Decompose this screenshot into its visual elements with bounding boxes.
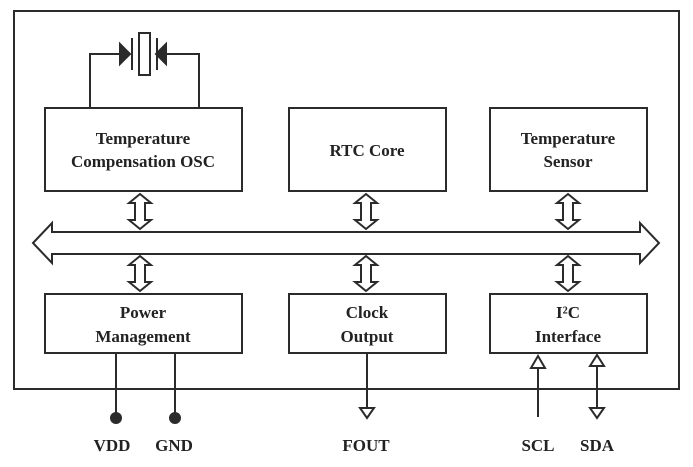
link-arrow-temp-osc-bus [126,192,154,231]
pin-label-fout: FOUT [342,436,390,455]
block-rtc-core [288,107,447,192]
link-arrow-sensor-bus [554,192,582,231]
pin-label-vdd: VDD [94,436,131,455]
clock-out-label-1: Clock [346,303,389,322]
vdd-pin-dot [110,412,122,424]
link-arrow-bus-power [126,254,154,293]
temp-sensor-label-1: Temperature [521,129,616,148]
pin-label-sda: SDA [580,436,615,455]
block-i2c [489,293,648,354]
crystal-wire [89,53,200,108]
pin-label-gnd: GND [155,436,193,455]
fout-arrow-icon [358,407,376,420]
link-arrow-rtc-bus [352,192,380,231]
block-power [44,293,243,354]
block-temp-osc [44,107,243,192]
scl-arrow-icon [529,354,547,369]
i2c-label-2: Interface [535,327,602,346]
sda-arrow-up-icon [588,353,606,367]
temp-osc-label-2: Compensation OSC [71,152,215,171]
clock-out-label-2: Output [341,327,394,346]
chip-boundary [13,10,680,390]
i2c-label-1: I²C [556,303,580,322]
link-arrow-bus-i2c [554,254,582,293]
temp-osc-label-1: Temperature [96,129,191,148]
pin-label-scl: SCL [521,436,554,455]
bus-arrow [31,220,661,266]
link-arrow-bus-clock [352,254,380,293]
power-label-1: Power [120,303,167,322]
gnd-pin-dot [169,412,181,424]
block-temp-sensor [489,107,648,192]
sda-arrow-down-icon [588,407,606,420]
rtc-core-label: RTC Core [329,141,405,160]
crystal-oscillator-icon [119,32,167,76]
power-label-2: Management [95,327,191,346]
temp-sensor-label-2: Sensor [543,152,593,171]
